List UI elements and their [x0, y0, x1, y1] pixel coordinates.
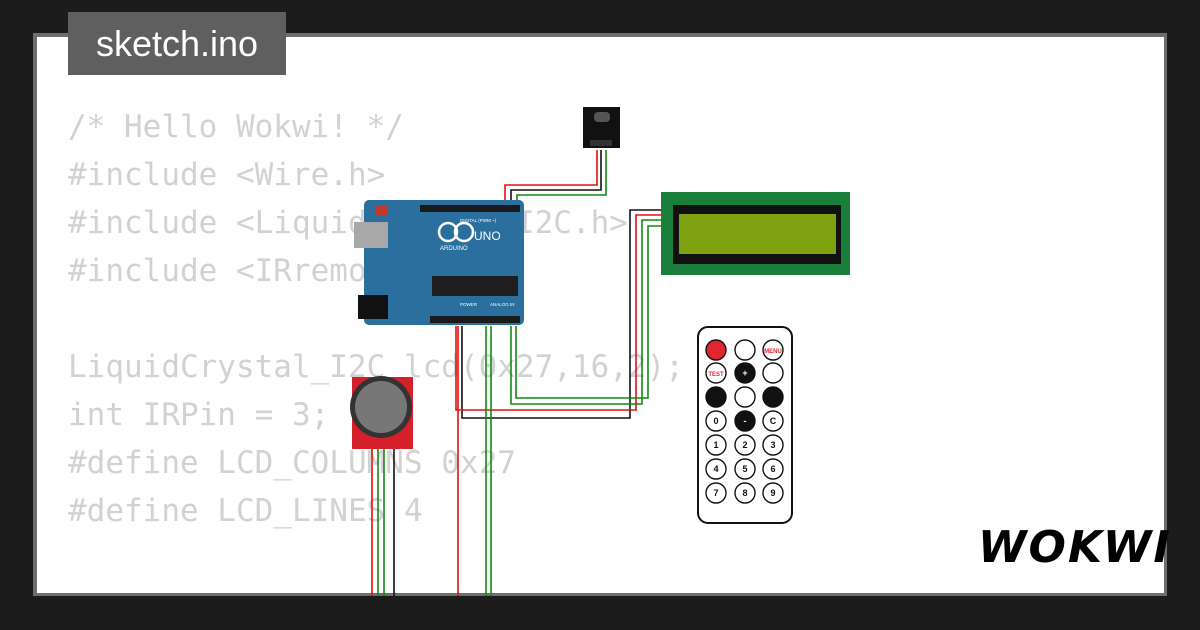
arduino-uno[interactable]: UNO ARDUINO DIGITAL (PWM ~) POWER ANALOG… [354, 200, 524, 325]
remote-button[interactable] [734, 339, 756, 361]
joystick-knob[interactable] [355, 381, 407, 433]
remote-button[interactable] [762, 386, 784, 408]
remote-button[interactable] [762, 362, 784, 384]
board-model: UNO [474, 229, 501, 243]
joystick-module[interactable] [350, 376, 413, 449]
code-line: LiquidCrystal_I2C lcd(0x27,16,2); [68, 349, 684, 385]
remote-button[interactable]: 5 [734, 458, 756, 480]
remote-button[interactable] [734, 386, 756, 408]
remote-button[interactable]: 4 [705, 458, 727, 480]
remote-button[interactable]: MENU [762, 339, 784, 361]
remote-button[interactable]: 3 [762, 434, 784, 456]
wire-ir-signal[interactable] [516, 150, 607, 300]
power-jack [358, 295, 388, 319]
header-digital-label: DIGITAL (PWM ~) [460, 218, 497, 223]
arduino-logo-icon-2 [453, 221, 475, 243]
remote-button-label: 9 [770, 488, 775, 498]
remote-button-label: 5 [742, 464, 747, 474]
ir-sensor-dome [594, 112, 610, 122]
remote-button-label: 8 [742, 488, 747, 498]
analog-header [430, 316, 520, 323]
code-line: int IRPin = 3; [68, 397, 330, 433]
wire-lcd-vcc[interactable] [455, 214, 663, 411]
remote-button[interactable]: 8 [734, 482, 756, 504]
remote-button-label: - [744, 416, 747, 426]
remote-button-label: 7 [713, 488, 718, 498]
atmega-chip [432, 276, 518, 296]
wire-ir-gnd[interactable] [510, 150, 602, 315]
sketch-tab[interactable]: sketch.ino [68, 12, 286, 75]
remote-button-label: 2 [742, 440, 747, 450]
remote-button[interactable]: - [734, 410, 756, 432]
remote-button-label: C [770, 416, 777, 426]
remote-button-label: 1 [713, 440, 718, 450]
code-line: /* Hello Wokwi! */ [68, 109, 404, 145]
remote-button[interactable] [705, 386, 727, 408]
remote-button[interactable]: C [762, 410, 784, 432]
remote-button[interactable]: 1 [705, 434, 727, 456]
ir-receiver[interactable] [583, 107, 620, 148]
remote-button-label: 0 [713, 416, 718, 426]
code-line: #define LCD_COLUMNS 0x27 [68, 445, 516, 481]
header-power-label: POWER [460, 302, 478, 307]
wire-lcd-gnd[interactable] [461, 209, 663, 419]
wire-lcd-scl[interactable] [515, 225, 663, 399]
remote-button[interactable]: 7 [705, 482, 727, 504]
remote-button-label: 6 [770, 464, 775, 474]
lcd-display[interactable] [661, 192, 850, 275]
remote-button[interactable]: 2 [734, 434, 756, 456]
reset-button[interactable] [376, 205, 388, 215]
remote-button[interactable]: 0 [705, 410, 727, 432]
wires [371, 150, 663, 596]
remote-button-label: 4 [713, 464, 718, 474]
lcd-screen [679, 214, 836, 254]
remote-button[interactable] [705, 339, 727, 361]
remote-button[interactable]: 9 [762, 482, 784, 504]
remote-button[interactable]: TEST [705, 362, 727, 384]
remote-button-label: + [742, 368, 747, 378]
code-line: String mov = ""; [68, 583, 684, 593]
wokwi-logo: WOKWI [978, 522, 1172, 573]
remote-button[interactable]: 6 [762, 458, 784, 480]
remote-button-label: MENU [764, 349, 782, 355]
remote-buttons: MENU TEST +0 - C 1 2 3 4 5 6 7 8 9 [705, 339, 784, 504]
code-line: #include <Wire.h> [68, 157, 386, 193]
board-brand: ARDUINO [440, 246, 468, 252]
digital-header [420, 205, 520, 212]
remote-button-label: 3 [770, 440, 775, 450]
arduino-logo-icon [437, 221, 459, 243]
wire-lcd-sda[interactable] [510, 219, 663, 405]
remote-button-label: TEST [708, 372, 724, 378]
code-line: #define LCD_LINES 4 [68, 493, 423, 529]
remote-button[interactable]: + [734, 362, 756, 384]
header-analog-label: ANALOG IN [490, 302, 515, 307]
usb-port [354, 222, 388, 248]
